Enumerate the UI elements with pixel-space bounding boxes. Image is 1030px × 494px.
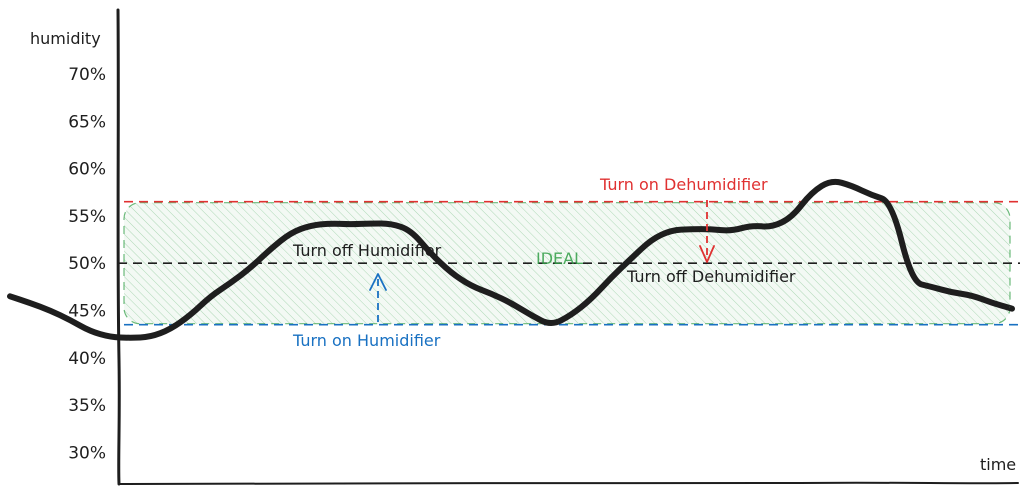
y-axis-title: humidity xyxy=(30,29,101,48)
humidifier-arrow xyxy=(369,273,387,322)
ideal-zone-label: IDEAL xyxy=(536,249,583,268)
y-tick-label: 50% xyxy=(68,254,106,274)
turn-on-dehumidifier-label: Turn on Dehumidifier xyxy=(599,175,768,194)
x-axis-title: time xyxy=(980,455,1016,474)
dehumidifier-arrow xyxy=(699,200,715,263)
y-tick-label: 35% xyxy=(68,396,106,416)
y-tick-label: 55% xyxy=(68,207,106,227)
turn-on-humidifier-label: Turn on Humidifier xyxy=(292,331,441,350)
y-axis-line xyxy=(116,8,121,486)
turn-off-dehumidifier-label: Turn off Dehumidifier xyxy=(626,267,796,286)
humidity-series-line xyxy=(7,178,1015,341)
turn-off-humidifier-label: Turn off Humidifier xyxy=(292,241,442,260)
ideal-zone-tint xyxy=(124,202,1010,324)
y-tick-labels: 70% 65% 60% 55% 50% 45% 40% 35% 30% xyxy=(68,65,106,463)
y-tick-label: 45% xyxy=(68,302,106,322)
ideal-zone xyxy=(123,202,1011,325)
y-tick-label: 30% xyxy=(68,443,106,463)
y-tick-label: 60% xyxy=(68,160,106,180)
x-axis-line xyxy=(118,481,1019,485)
y-tick-label: 65% xyxy=(68,112,106,132)
y-tick-label: 70% xyxy=(68,65,106,85)
y-tick-label: 40% xyxy=(68,349,106,369)
